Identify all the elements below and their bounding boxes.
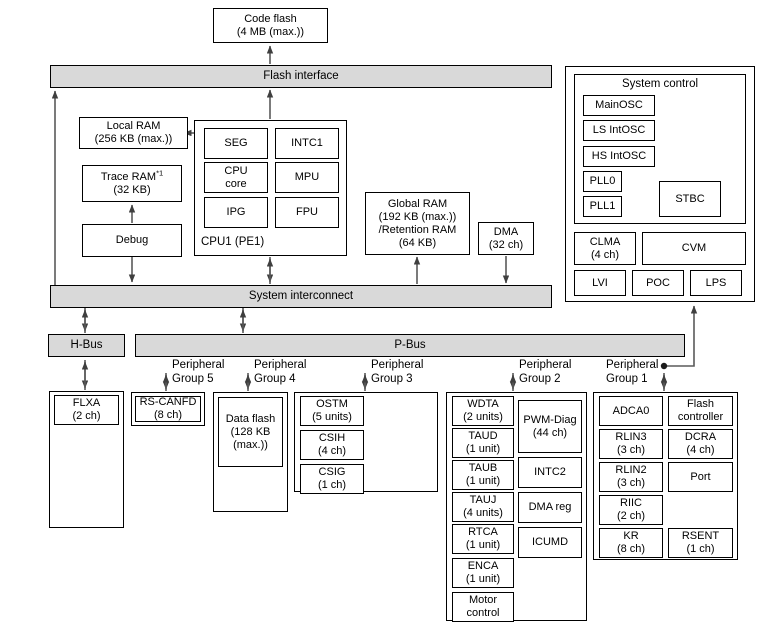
system-control-title: System control xyxy=(621,78,699,90)
h-bus-bar: H-Bus xyxy=(48,334,125,357)
debug-box: Debug xyxy=(82,224,182,257)
sysctrl-stbc-box: STBC xyxy=(659,181,721,217)
peripheral-icumd: ICUMD xyxy=(518,527,582,558)
trace-ram-line1: Trace RAM*1 xyxy=(100,167,164,183)
dma-box: DMA (32 ch) xyxy=(478,222,534,255)
peripheral-rlin3: RLIN3 (3 ch) xyxy=(599,429,663,459)
sysctrl-poc-box: POC xyxy=(632,270,684,296)
trace-ram-line2: (32 KB) xyxy=(113,183,151,196)
peripheral-group-5-label: Peripheral Group 5 xyxy=(172,359,225,385)
peripheral-taub: TAUB (1 unit) xyxy=(452,460,514,490)
peripheral-ostm: OSTM (5 units) xyxy=(300,396,364,426)
peripheral-intc2: INTC2 xyxy=(518,457,582,488)
peripheral-dcra: DCRA (4 ch) xyxy=(668,429,733,459)
global-ram-box: Global RAM (192 KB (max.)) /Retention RA… xyxy=(365,192,470,255)
peripheral-group-3-label: Peripheral Group 3 xyxy=(371,359,424,385)
sysctrl-mainosc-box: MainOSC xyxy=(583,95,655,116)
peripheral-rsent: RSENT (1 ch) xyxy=(668,528,733,558)
trace-ram-footnote: *1 xyxy=(156,167,164,177)
peripheral-kr: KR (8 ch) xyxy=(599,528,663,558)
peripheral-data-flash: Data flash (128 KB (max.)) xyxy=(218,397,283,467)
sysctrl-clma-box: CLMA (4 ch) xyxy=(574,232,636,265)
local-ram-box: Local RAM (256 KB (max.)) xyxy=(79,117,188,149)
code-flash-box: Code flash (4 MB (max.)) xyxy=(213,8,328,43)
sysctrl-lvi-box: LVI xyxy=(574,270,626,296)
sysctrl-pll0-box: PLL0 xyxy=(583,171,622,192)
peripheral-flash-controller: Flash controller xyxy=(668,396,733,426)
system-interconnect-bar: System interconnect xyxy=(50,285,552,308)
sysctrl-cvm-box: CVM xyxy=(642,232,746,265)
peripheral-group-2-label: Peripheral Group 2 xyxy=(519,359,572,385)
peripheral-rlin2: RLIN2 (3 ch) xyxy=(599,462,663,492)
cpu-unit-ipg: IPG xyxy=(204,197,268,228)
sysctrl-hs-intosc-box: HS IntOSC xyxy=(583,146,655,167)
peripheral-rs-canfd: RS-CANFD (8 ch) xyxy=(135,396,201,422)
peripheral-motor-control: Motor control xyxy=(452,592,514,622)
peripheral-taud: TAUD (1 unit) xyxy=(452,428,514,458)
peripheral-group-1-label: Peripheral Group 1 xyxy=(606,359,659,385)
cpu-unit-cpu-core: CPU core xyxy=(204,162,268,193)
cpu-unit-intc1: INTC1 xyxy=(275,128,339,159)
cpu-unit-mpu: MPU xyxy=(275,162,339,193)
sysctrl-pll1-box: PLL1 xyxy=(583,196,622,217)
flash-interface-bar: Flash interface xyxy=(50,65,552,88)
cpu-unit-seg: SEG xyxy=(204,128,268,159)
p-bus-bar: P-Bus xyxy=(135,334,685,357)
peripheral-group-4-label: Peripheral Group 4 xyxy=(254,359,307,385)
peripheral-csig: CSIG (1 ch) xyxy=(300,464,364,494)
peripheral-enca: ENCA (1 unit) xyxy=(452,558,514,588)
peripheral-flxa: FLXA (2 ch) xyxy=(54,395,119,425)
peripheral-riic: RIIC (2 ch) xyxy=(599,495,663,525)
peripheral-csih: CSIH (4 ch) xyxy=(300,430,364,460)
peripheral-pwm-diag: PWM-Diag (44 ch) xyxy=(518,400,582,453)
peripheral-rtca: RTCA (1 unit) xyxy=(452,524,514,554)
cpu-unit-fpu: FPU xyxy=(275,197,339,228)
peripheral-port: Port xyxy=(668,462,733,492)
peripheral-adca0: ADCA0 xyxy=(599,396,663,426)
trace-ram-box: Trace RAM*1 (32 KB) xyxy=(82,165,182,202)
junction-dot xyxy=(660,362,668,370)
peripheral-dma-reg: DMA reg xyxy=(518,492,582,523)
peripheral-wdta: WDTA (2 units) xyxy=(452,396,514,426)
peripheral-tauj: TAUJ (4 units) xyxy=(452,492,514,522)
sysctrl-lps-box: LPS xyxy=(690,270,742,296)
cpu1-label: CPU1 (PE1) xyxy=(201,236,265,248)
sysctrl-ls-intosc-box: LS IntOSC xyxy=(583,120,655,141)
